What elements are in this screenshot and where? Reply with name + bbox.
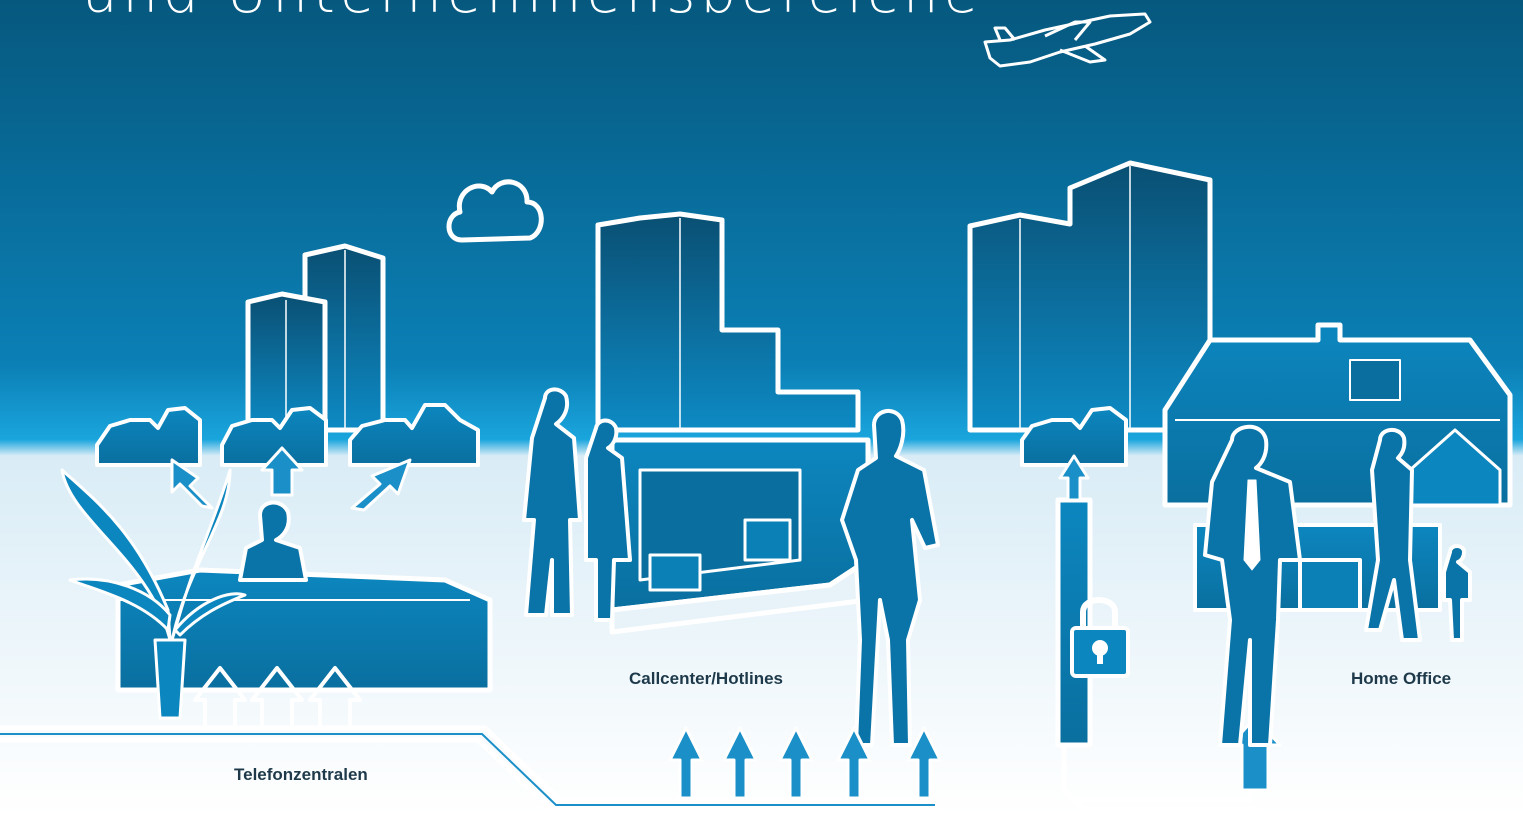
- headline: und Unternehmensbereiche: [82, 0, 983, 22]
- arrow-icon: [668, 726, 942, 800]
- callcenter-people: [522, 387, 632, 622]
- desk-phone-icon: [95, 403, 1128, 467]
- receptionist-figure: [238, 500, 308, 582]
- middle-buildings: [595, 211, 861, 433]
- padlock-icon: [1070, 597, 1130, 678]
- arrow-icon: [170, 446, 412, 512]
- label-home-office: Home Office: [1351, 669, 1452, 688]
- left-buildings: [245, 243, 386, 433]
- plant-icon: [60, 468, 247, 720]
- cloud-icon: [446, 179, 544, 243]
- callcenter-office: [609, 437, 871, 635]
- airplane-icon: [983, 12, 1152, 68]
- home-people: [1364, 428, 1472, 642]
- label-telefonzentralen: Telefonzentralen: [234, 765, 368, 784]
- label-callcenter: Callcenter/Hotlines: [629, 669, 783, 688]
- arrow-icon: [193, 666, 362, 728]
- businessman-figure: [1203, 424, 1302, 747]
- network-line: [0, 733, 935, 806]
